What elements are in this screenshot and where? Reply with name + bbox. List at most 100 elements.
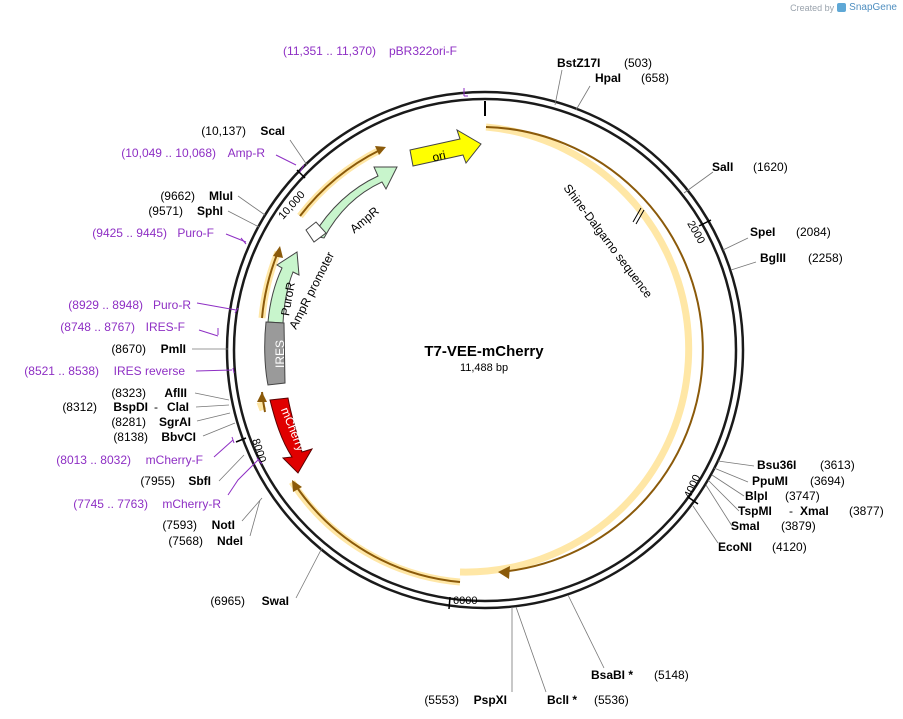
tick-4000 [687,496,699,505]
enzyme-sali-name[interactable]: SalI [712,160,733,174]
primer-markers [195,88,468,496]
primer-pbr322ori-f-range: (11,351 .. 11,370) [283,44,376,58]
primer-puro-f-name[interactable]: Puro-F [177,226,214,240]
enzyme-labels-right: BstZ17I (503) HpaI (658) SalI (1620) Spe… [547,56,884,707]
primer-mark-mcherryr [256,457,263,465]
orf-2-arrow [295,485,461,583]
enzyme-spei-name[interactable]: SpeI [750,225,775,239]
primer-mcherry-f-range: (8013 .. 8032) [56,453,131,467]
enzyme-ppumi-name[interactable]: PpuMI [752,474,788,488]
primer-leader-iresf [198,329,219,337]
primer-leader-puror [196,302,237,311]
enzyme-blpi-name[interactable]: BlpI [745,489,768,503]
enzyme-ndei-name[interactable]: NdeI [217,534,243,548]
primer-mcherry-r-name[interactable]: mCherry-R [162,497,221,511]
primer-ires-f-name[interactable]: IRES-F [146,320,185,334]
tick-label-6000: 6000 [453,595,477,607]
credit-brand: SnapGene [849,2,897,13]
leader-blpi [711,474,745,497]
feature-sd-label: Shine-Dalgarno sequence [561,181,656,301]
enzyme-xmai-name[interactable]: XmaI [800,504,829,518]
feature-ampr [312,166,398,239]
enzyme-swai-name[interactable]: SwaI [262,594,289,608]
enzyme-leaders-left [192,139,323,599]
enzyme-aflii-name[interactable]: AflII [164,386,187,400]
feature-mcherry [269,397,314,474]
feature-ampr-label: AmpR [347,204,382,236]
orf-2-halo [289,480,461,586]
enzyme-bspdi-name[interactable]: BspDI [113,400,148,414]
enzyme-econi-name[interactable]: EcoNI [718,540,752,554]
enzyme-tspmi-dash: - [789,504,793,518]
orf-5-arrowhead [375,146,386,155]
leader-scai [289,139,308,166]
tick-label-4000: 4000 [682,473,703,500]
enzyme-scai-name[interactable]: ScaI [260,124,285,138]
primer-labels: pBR322ori-F (11,351 .. 11,370) Amp-R (10… [24,44,457,511]
primer-ires-reverse-name[interactable]: IRES reverse [114,364,186,378]
enzyme-bsabi-pos: (5148) [654,668,689,682]
enzyme-sgrai-name[interactable]: SgrAI [159,415,191,429]
enzyme-noti-name[interactable]: NotI [212,518,235,532]
leader-mlui [237,195,266,216]
enzyme-bglii-pos: (2258) [808,251,843,265]
enzyme-tspmi-pos: (3877) [849,504,884,518]
enzyme-mlui-name[interactable]: MluI [209,189,233,203]
enzyme-ppumi-pos: (3694) [810,474,845,488]
credit-prefix: Created by [790,2,835,13]
leader-bspdi [195,404,230,408]
enzyme-scai-pos: (10,137) [201,124,246,138]
leader-ppumi [713,467,749,483]
enzyme-pmli-name[interactable]: PmlI [161,342,186,356]
primer-mark-iresrev [232,367,235,374]
enzyme-sphi-name[interactable]: SphI [197,204,223,218]
enzyme-clai-name[interactable]: ClaI [167,400,189,414]
primer-pbr322ori-f-name[interactable]: pBR322ori-F [389,44,457,58]
enzyme-bbvci-name[interactable]: BbvCI [161,430,196,444]
enzyme-bspdi-dash: - [154,400,158,414]
primer-leader-ampr [275,154,297,166]
leader-sbfi [218,454,245,482]
feature-sd-mark-2 [635,209,645,225]
primer-mcherry-f-name[interactable]: mCherry-F [146,453,203,467]
orf-3-arrowhead [257,392,267,402]
enzyme-hpai-name[interactable]: HpaI [595,71,621,85]
orf-5-arrow [299,149,381,217]
leader-bcli [515,606,547,693]
leader-swai [295,547,323,599]
enzyme-pspxi-pos: (5553) [424,693,459,707]
tick-2000 [698,219,712,227]
feature-puror [267,251,300,324]
enzyme-blpi-pos: (3747) [785,489,820,503]
primer-puro-r-name[interactable]: Puro-R [153,298,191,312]
plasmid-name: T7-VEE-mCherry [424,343,544,360]
leader-bbvci [202,422,236,437]
enzyme-aflii-pos: (8323) [111,386,146,400]
primer-mark-ampr [299,164,305,173]
enzyme-swai-pos: (6965) [210,594,245,608]
orf-1-arrow [485,126,704,573]
snapgene-logo-icon [837,3,847,12]
enzyme-bsu36i-name[interactable]: Bsu36I [757,458,796,472]
tick-8000 [235,437,247,443]
enzyme-sbfi-name[interactable]: SbfI [188,474,211,488]
primer-puro-r-range: (8929 .. 8948) [68,298,143,312]
primer-amp-r-name[interactable]: Amp-R [228,146,266,160]
enzyme-pspxi-name[interactable]: PspXI [474,693,507,707]
enzyme-bcli-name[interactable]: BclI * [547,693,577,707]
enzyme-noti-pos: (7593) [162,518,197,532]
enzyme-hpai-pos: (658) [641,71,669,85]
leader-sali [683,171,714,194]
enzyme-bstz17i-name[interactable]: BstZ17I [557,56,600,70]
orf-arcs [256,123,704,586]
feature-ires [264,321,286,386]
snapgene-credit: Created by SnapGene [790,2,897,13]
orf-4-arrowhead [273,246,283,258]
backbone-outer [225,90,745,610]
enzyme-tspmi-name[interactable]: TspMI [738,504,772,518]
primer-mark-mcherryf [231,436,235,444]
enzyme-bglii-name[interactable]: BglII [760,251,786,265]
feature-ampr-promoter [305,221,327,243]
enzyme-bsabi-name[interactable]: BsaBI * [591,668,633,682]
enzyme-smai-name[interactable]: SmaI [731,519,760,533]
